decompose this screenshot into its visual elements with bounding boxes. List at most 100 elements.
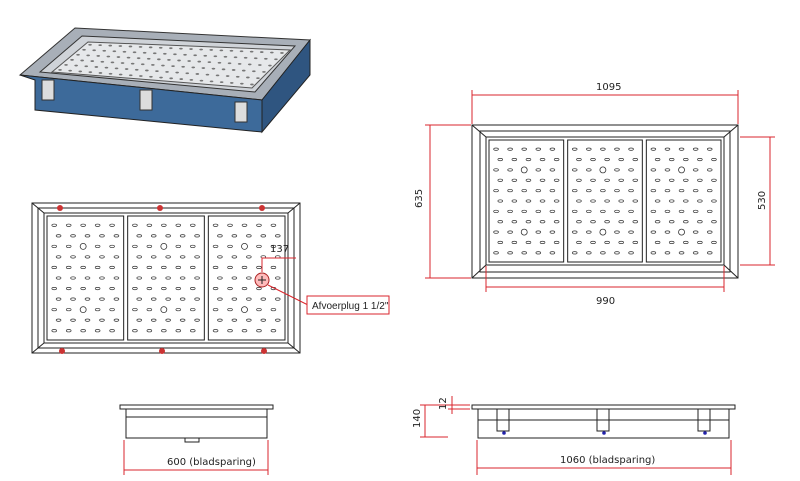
- plate-slot: [618, 199, 624, 203]
- plate-slot: [590, 240, 596, 245]
- plate-slot: [706, 147, 713, 151]
- plate-slot: [106, 55, 111, 58]
- plate-slot: [92, 49, 96, 52]
- plate-slot: [511, 199, 518, 203]
- plate-slot: [109, 329, 115, 333]
- plate-slot: [104, 66, 109, 69]
- plate-slot: [94, 223, 101, 227]
- plate-slot: [507, 147, 513, 151]
- plate-slot: [136, 276, 142, 280]
- plate-slot: [99, 297, 105, 301]
- plate-slot: [84, 234, 91, 238]
- plate-slot: [150, 276, 157, 280]
- plate-slot: [94, 66, 99, 68]
- plate-slot: [650, 251, 657, 255]
- plate-slot: [194, 234, 200, 238]
- plate-slot: [187, 60, 191, 62]
- plate-slot: [256, 265, 262, 270]
- plate-slot: [51, 265, 57, 270]
- plate-slot: [80, 223, 86, 227]
- plate-slot: [175, 329, 182, 333]
- fixing-point: [259, 205, 265, 211]
- plate-slot: [549, 251, 556, 255]
- plate-slot: [239, 50, 244, 53]
- plate-slot: [697, 178, 703, 182]
- plate-slot: [108, 44, 113, 47]
- plate-slot: [146, 329, 153, 333]
- plate-slot: [74, 64, 78, 67]
- plate-slot: [55, 276, 62, 280]
- plate-slot: [65, 329, 72, 333]
- plate-slot: [136, 255, 142, 259]
- plate-slot: [706, 168, 713, 172]
- plate-slot: [197, 60, 202, 63]
- drain-bracket: [139, 89, 153, 111]
- plate-slot: [664, 168, 671, 172]
- plate-slot: [241, 265, 248, 270]
- plate-slot: [632, 220, 639, 224]
- plate-hole: [160, 242, 168, 250]
- plate-slot: [664, 209, 671, 213]
- plate-slot: [678, 189, 685, 193]
- plate-slot: [146, 286, 153, 291]
- plate-slot: [130, 62, 135, 65]
- plate-slot: [51, 329, 57, 333]
- plate-slot: [571, 230, 578, 234]
- plate-slot: [215, 74, 220, 77]
- plate-slot: [692, 209, 699, 213]
- plate-slot: [270, 244, 277, 248]
- plate-slot: [227, 329, 233, 333]
- plate-slot: [246, 318, 252, 322]
- width-inner-label: 990: [596, 296, 615, 307]
- plate-slot: [664, 251, 671, 255]
- plate-slot: [64, 63, 68, 66]
- plate-slot: [692, 251, 699, 255]
- plate-slot: [132, 286, 138, 291]
- plate-slot: [521, 251, 527, 255]
- plate-slot: [258, 64, 262, 66]
- plate-slot: [98, 72, 103, 74]
- plate-slot: [231, 297, 238, 301]
- plate-slot: [65, 265, 72, 270]
- plate-slot: [240, 82, 244, 85]
- drain-bracket: [496, 408, 510, 432]
- plate-slot: [525, 220, 532, 224]
- plate-slot: [553, 240, 560, 245]
- plate-slot: [549, 230, 556, 234]
- plate-hole: [678, 228, 685, 236]
- plate-slot: [58, 68, 62, 71]
- plate-slot: [668, 199, 675, 203]
- plate-slot: [109, 286, 115, 291]
- plate-slot: [576, 220, 582, 224]
- plate-hole: [678, 166, 685, 174]
- plate-slot: [256, 77, 260, 80]
- plate-slot: [535, 230, 542, 234]
- plate-slot: [165, 255, 171, 259]
- plate-slot: [99, 234, 105, 238]
- plate-slot: [227, 223, 233, 227]
- rim-label: 12: [438, 397, 449, 410]
- plate-slot: [94, 308, 101, 312]
- plate-slot: [241, 329, 248, 333]
- plate-slot: [213, 55, 218, 58]
- plate-slot: [231, 318, 238, 322]
- plate-slot: [590, 178, 596, 182]
- plate-slot: [179, 47, 183, 50]
- plate-slot: [65, 244, 72, 248]
- plate-slot: [223, 55, 228, 58]
- plate-hole: [241, 242, 248, 250]
- plate-hole: [520, 228, 528, 236]
- plate-slot: [632, 240, 639, 245]
- plate-slot: [270, 223, 277, 227]
- plate-slot: [165, 70, 169, 73]
- plate-slot: [259, 51, 264, 53]
- plate-slot: [525, 178, 532, 182]
- perforated-plate: [207, 215, 286, 341]
- plate-slot: [126, 56, 131, 59]
- plate-slot: [654, 199, 661, 203]
- plate-slot: [165, 318, 171, 322]
- plate-slot: [246, 76, 250, 79]
- plate-slot: [493, 251, 499, 255]
- plate-slot: [142, 51, 147, 54]
- plate-slot: [94, 329, 101, 333]
